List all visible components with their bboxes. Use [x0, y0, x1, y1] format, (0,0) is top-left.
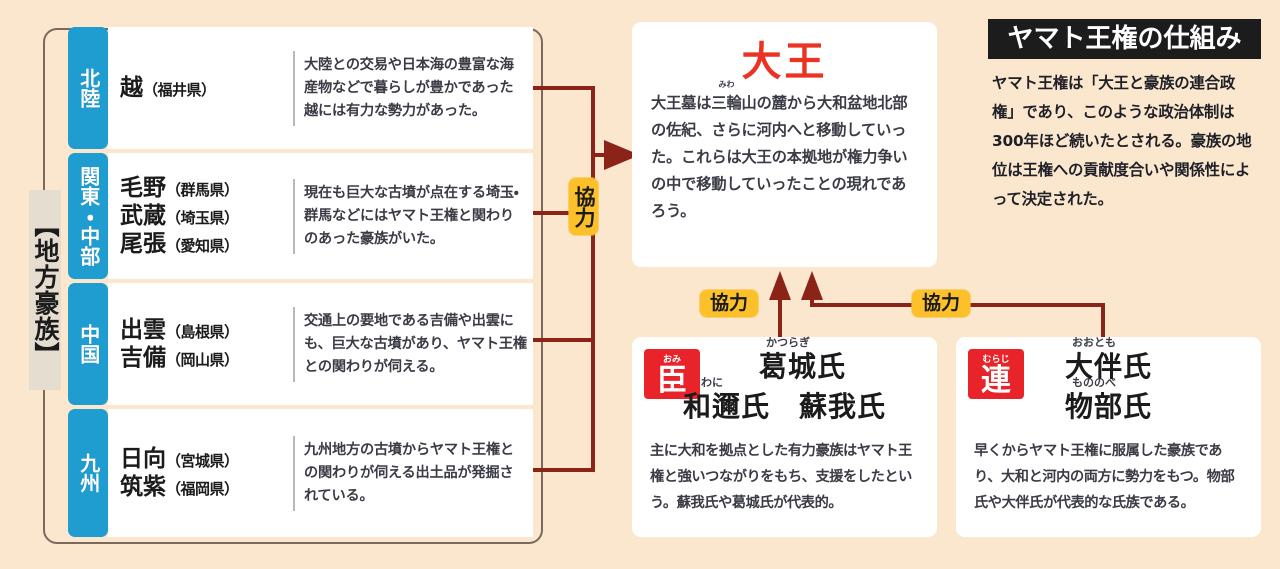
- omi-clan-card: おみ 臣 かつらぎ葛城氏 わに和邇氏 蘇我氏 主に大和を拠点とした有力豪族はヤマ…: [632, 337, 937, 537]
- daiou-body-post: 山の麓から大和盆地北部の佐紀、さらに河内へと移動していった。これらは大王の本拠地…: [651, 94, 908, 221]
- clan-name: 尾張: [120, 231, 166, 258]
- cooperation-badge-right: 協力: [912, 290, 970, 317]
- ruby-base: 和邇: [682, 389, 741, 423]
- prefecture-name: （福井県）: [143, 80, 216, 99]
- omi-body: 主に大和を拠点とした有力豪族はヤマト王権と強いつながりをもち、支援をしたという。…: [650, 443, 912, 512]
- ruby-miwa: みわ三輪: [711, 81, 742, 117]
- arrowhead-omi: [769, 271, 791, 300]
- clan-name: 出雲: [120, 316, 166, 343]
- clan-line: もののべ物部氏: [956, 377, 1261, 427]
- name-line: 毛野（群馬県）: [120, 175, 293, 201]
- arrowhead-muraji: [801, 271, 823, 300]
- row-content: 日向（宮城県） 筑紫（福岡県） 九州地方の古墳からヤマト王権との関わりが伺える出…: [108, 409, 533, 537]
- clan-name: 日向: [120, 445, 166, 472]
- clan-name: 越: [120, 74, 143, 101]
- local-clans-label: 【地方豪族】: [29, 190, 61, 390]
- omi-chip-char: 臣: [657, 363, 687, 398]
- row-content: 越（福井県） 大陸との交易や日本海の豊富な海産物などで暮らしが豊かであった越には…: [108, 27, 533, 149]
- name-line: 吉備（岡山県）: [120, 345, 293, 371]
- muraji-body: 早くからヤマト王権に服属した豪族であり、大和と河内の両方に勢力をもつ。物部氏や大…: [974, 443, 1235, 512]
- ruby-text: みわ: [718, 80, 735, 89]
- omi-names: かつらぎ葛城氏 わに和邇氏 蘇我氏: [632, 337, 937, 427]
- row-description: 現在も巨大な古墳が点在する埼玉・群馬などにはヤマト王権と関わりのあった豪族がいた…: [293, 178, 533, 254]
- name-line: 武蔵（埼玉県）: [120, 203, 293, 229]
- name-line: 筑紫（福岡県）: [120, 474, 293, 500]
- ruby-text: わに: [700, 375, 723, 389]
- prefecture-name: （宮城県）: [166, 451, 239, 470]
- region-tab-chugoku: 中国: [68, 283, 108, 405]
- ruby-base: 物部: [1064, 389, 1123, 423]
- ruby-base: 葛城: [758, 350, 817, 383]
- table-row[interactable]: 関東・中部 毛野（群馬県） 武蔵（埼玉県） 尾張（愛知県） 現在も巨大な古墳が点…: [68, 153, 533, 279]
- row-description: 九州地方の古墳からヤマト王権との関わりが伺える出土品が発掘されている。: [293, 435, 533, 511]
- row-description: 交通上の要地である吉備や出雲にも、巨大な古墳があり、ヤマト王権との関わりが伺える…: [293, 306, 533, 382]
- daiou-body: 大王墓はみわ三輪山の麓から大和盆地北部の佐紀、さらに河内へと移動していった。これ…: [651, 81, 918, 225]
- right-panel-body: ヤマト王権は「大王と豪族の連合政権」であり、このような政治体制は300年ほど続い…: [992, 74, 1252, 208]
- ruby-wani: わに和邇: [682, 377, 741, 427]
- name-line: 出雲（島根県）: [120, 317, 293, 343]
- row-names: 出雲（島根県） 吉備（岡山県）: [108, 316, 293, 372]
- ruby-text: かつらぎ: [765, 336, 810, 349]
- table-row[interactable]: 中国 出雲（島根県） 吉備（岡山県） 交通上の要地である吉備や出雲にも、巨大な古…: [68, 283, 533, 405]
- row-names: 日向（宮城県） 筑紫（福岡県）: [108, 445, 293, 501]
- daiou-body-pre: 大王墓は: [651, 94, 712, 112]
- daiou-card: 大王 大王墓はみわ三輪山の麓から大和盆地北部の佐紀、さらに河内へと移動していった…: [632, 22, 937, 267]
- clan-name: 吉備: [120, 345, 166, 371]
- name-line: 尾張（愛知県）: [120, 231, 293, 257]
- row-description: 大陸との交易や日本海の豊富な海産物などで暮らしが豊かであった越には有力な勢力があ…: [293, 50, 533, 126]
- muraji-names: おおとも大伴氏 もののべ物部氏: [956, 337, 1261, 427]
- cooperation-badge-left: 協力: [569, 178, 598, 235]
- prefecture-name: （岡山県）: [166, 351, 239, 369]
- prefecture-name: （福岡県）: [166, 480, 239, 498]
- cooperation-badge-center: 協力: [700, 290, 758, 317]
- row-content: 毛野（群馬県） 武蔵（埼玉県） 尾張（愛知県） 現在も巨大な古墳が点在する埼玉・…: [108, 153, 533, 279]
- row-names: 越（福井県）: [108, 74, 293, 102]
- local-clans-table: 北陸 越（福井県） 大陸との交易や日本海の豊富な海産物などで暮らしが豊かであった…: [68, 27, 533, 541]
- region-tab-hokuriku: 北陸: [68, 27, 108, 149]
- ruby-katsuragi: かつらぎ葛城: [758, 337, 817, 387]
- clan-line: わに和邇氏 蘇我氏: [632, 377, 937, 427]
- ruby-base: 大伴: [1064, 350, 1123, 383]
- muraji-chip: むらじ 連: [968, 349, 1024, 399]
- clan-suffix: 氏: [817, 350, 847, 383]
- clan-name: 筑紫: [120, 474, 166, 500]
- right-panel-title: ヤマト王権の仕組み: [988, 19, 1261, 59]
- region-tab-kyushu: 九州: [68, 409, 108, 537]
- prefecture-name: （埼玉県）: [166, 208, 239, 227]
- right-info-panel: ヤマト王権の仕組み ヤマト王権は「大王と豪族の連合政権」であり、このような政治体…: [988, 19, 1261, 214]
- name-line: 日向（宮城県）: [120, 446, 293, 472]
- row-names: 毛野（群馬県） 武蔵（埼玉県） 尾張（愛知県）: [108, 174, 293, 259]
- name-line: 越（福井県）: [120, 75, 293, 101]
- region-tab-kanto-chubu: 関東・中部: [68, 153, 108, 279]
- ruby-text: もののべ: [1071, 375, 1116, 389]
- table-row[interactable]: 北陸 越（福井県） 大陸との交易や日本海の豊富な海産物などで暮らしが豊かであった…: [68, 27, 533, 149]
- muraji-clan-card: むらじ 連 おおとも大伴氏 もののべ物部氏 早くからヤマト王権に服属した豪族であ…: [956, 337, 1261, 537]
- clan-suffix: 氏 蘇我氏: [741, 389, 887, 423]
- muraji-chip-ruby: むらじ: [982, 355, 1010, 365]
- clan-name: 武蔵: [120, 202, 166, 229]
- daiou-title: 大王: [741, 39, 828, 85]
- prefecture-name: （愛知県）: [166, 237, 239, 256]
- omi-chip-ruby: おみ: [662, 355, 681, 365]
- clan-line: かつらぎ葛城氏: [632, 337, 937, 387]
- clan-suffix: 氏: [1123, 350, 1153, 383]
- clan-name: 毛野: [120, 174, 166, 201]
- ruby-base: 三輪: [711, 94, 742, 112]
- table-row[interactable]: 九州 日向（宮城県） 筑紫（福岡県） 九州地方の古墳からヤマト王権との関わりが伺…: [68, 409, 533, 537]
- prefecture-name: （群馬県）: [166, 180, 239, 199]
- row-content: 出雲（島根県） 吉備（岡山県） 交通上の要地である吉備や出雲にも、巨大な古墳があ…: [108, 283, 533, 405]
- clan-suffix: 氏: [1123, 389, 1153, 423]
- ruby-text: おおとも: [1071, 336, 1116, 349]
- omi-chip: おみ 臣: [644, 349, 700, 399]
- prefecture-name: （島根県）: [166, 322, 239, 341]
- muraji-chip-char: 連: [981, 363, 1011, 398]
- ruby-mononobe: もののべ物部: [1064, 377, 1123, 427]
